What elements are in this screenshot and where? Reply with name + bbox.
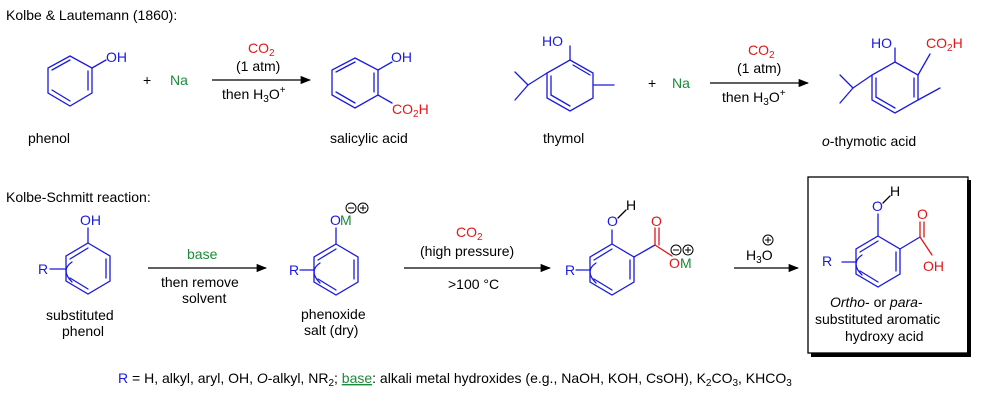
sodium-reagent-2: Na (672, 75, 690, 91)
substituted-phenol-oh: OH (80, 212, 101, 228)
final-name-ortho: Ortho (830, 294, 865, 310)
phenol-oh-label: OH (106, 49, 127, 65)
thymotic-name-o: o (822, 133, 830, 149)
solvent-label: solvent (182, 290, 226, 306)
thymotic-acid-name: -thymotic acid (830, 133, 916, 149)
then-remove-label: then remove (161, 274, 239, 290)
thymotic-co2h-label: CO (926, 35, 947, 51)
thymol-ho-label: HO (542, 33, 563, 49)
plus-sign-1: + (143, 72, 151, 88)
arrow-2: CO2 (1 atm) then H3O+ (710, 42, 810, 108)
phenoxide-m-label: M (340, 212, 352, 228)
co2-label-3: CO (456, 224, 477, 240)
final-name-3: hydroxy acid (845, 328, 924, 344)
phenoxide-name-2: salt (dry) (304, 322, 358, 338)
sodium-reagent-1: Na (170, 72, 188, 88)
final-name-2: substituted aromatic (815, 311, 940, 327)
svg-text:CO2: CO2 (248, 40, 275, 59)
arrow-4: CO2 (high pressure) >100 °C (404, 224, 552, 292)
arrow-3: base then remove solvent (148, 246, 268, 306)
high-pressure-label: (high pressure) (420, 243, 514, 259)
footnote-r: R (118, 370, 128, 386)
phenoxide-name-1: phenoxide (301, 306, 366, 322)
intermediate-structure: O H O O M R (565, 197, 694, 296)
co2-sub-1: 2 (269, 48, 275, 59)
thymol-name: thymol (543, 130, 584, 146)
co2-label-2: CO (748, 42, 769, 58)
footnote: R = H, alkyl, aryl, OH, O-alkyl, NR2; ba… (118, 370, 792, 389)
phenol-name: phenol (28, 130, 70, 146)
then-h3o-label-2: then H (722, 89, 763, 105)
phenoxide-r-label: R (289, 262, 299, 278)
final-product-box (807, 176, 971, 357)
arrow-5: H3O (734, 234, 800, 273)
svg-text:CO2H: CO2H (392, 101, 429, 120)
substituted-phenol-structure: OH R (38, 212, 111, 295)
svg-text:CO2H: CO2H (926, 35, 963, 54)
salicylic-acid-name: salicylic acid (330, 130, 408, 146)
final-r-label: R (822, 253, 832, 269)
final-name-para: para (889, 294, 918, 310)
intermediate-oxide-o: O (669, 255, 680, 271)
svg-text:CO2: CO2 (748, 42, 775, 61)
pressure-label-1: (1 atm) (236, 58, 280, 74)
final-oh-label: OH (923, 258, 944, 274)
intermediate-m-label: M (680, 255, 692, 271)
base-label: base (187, 246, 218, 262)
plus-sign-2: + (648, 75, 656, 91)
then-h3o-label-1: then H (222, 86, 263, 102)
h3o-label-3: H (746, 247, 756, 263)
thymotic-acid-structure: HO CO2H (839, 35, 963, 114)
substituted-phenol-name-2: phenol (62, 323, 104, 339)
final-h-label: H (890, 183, 900, 199)
svg-text:o-thymotic acid: o-thymotic acid (822, 133, 916, 149)
footnote-base: base (342, 370, 373, 386)
thymol-structure: HO (514, 33, 615, 112)
svg-text:CO2: CO2 (456, 224, 483, 243)
substituted-phenol-r: R (38, 261, 48, 277)
co2-label-1: CO (248, 40, 269, 56)
kolbe-schmitt-heading: Kolbe-Schmitt reaction: (6, 189, 151, 205)
final-o-label: O (872, 198, 883, 214)
substituted-phenol-name-1: substituted (46, 307, 114, 323)
final-product-structure: O H O OH R (822, 183, 944, 288)
phenoxide-o-label: O (330, 212, 341, 228)
salicylic-oh-label: OH (391, 49, 412, 65)
svg-text:then H3O+: then H3O+ (222, 85, 286, 105)
temperature-label: >100 °C (448, 276, 499, 292)
svg-text:then H3O+: then H3O+ (722, 88, 786, 108)
kolbe-lautemann-heading: Kolbe & Lautemann (1860): (6, 7, 177, 23)
intermediate-h-label: H (626, 197, 636, 213)
pressure-label-2: (1 atm) (737, 60, 781, 76)
intermediate-o-label: O (607, 213, 618, 229)
final-carbonyl-o: O (917, 206, 928, 222)
arrow-1: CO2 (1 atm) then H3O+ (212, 40, 312, 105)
phenoxide-structure: O M R (289, 202, 369, 296)
intermediate-carbonyl-o: O (651, 213, 662, 229)
svg-text:Ortho- or para-: Ortho- or para- (830, 294, 923, 310)
salicylic-co2h-label: CO (392, 101, 413, 117)
intermediate-r-label: R (565, 262, 575, 278)
salicylic-acid-structure: OH CO2H (331, 49, 429, 120)
phenol-structure: OH (47, 49, 127, 107)
thymotic-ho-label: HO (871, 35, 892, 51)
svg-text:H3O: H3O (746, 247, 773, 266)
